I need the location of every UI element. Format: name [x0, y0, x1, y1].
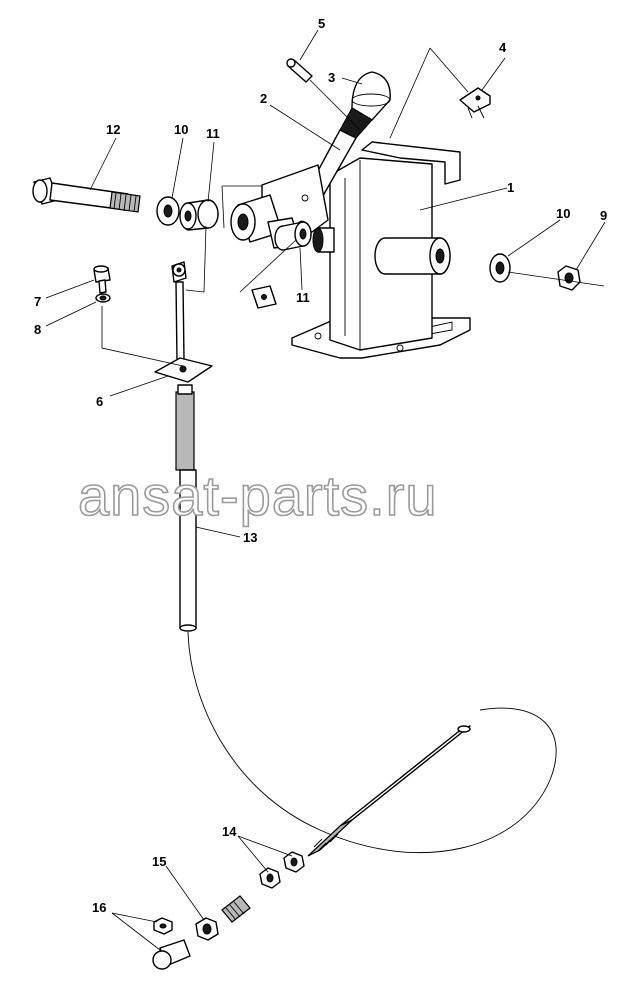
callout-16: 16	[92, 900, 106, 915]
callout-3: 3	[328, 70, 335, 85]
washer-part-10-right	[489, 253, 511, 283]
screw-part-7	[93, 265, 111, 294]
assembly-lines	[101, 47, 605, 367]
callout-8: 8	[34, 322, 41, 337]
clip-part-4	[459, 87, 491, 119]
callout-11-left: 11	[206, 126, 220, 141]
callout-15: 15	[152, 854, 166, 869]
pin-part-5	[286, 58, 313, 83]
callout-10-right: 10	[556, 206, 570, 221]
bolt-part-12	[32, 177, 141, 213]
callout-4: 4	[499, 40, 507, 55]
callout-13: 13	[243, 530, 257, 545]
callout-2: 2	[260, 91, 267, 106]
cable-eye	[171, 261, 187, 361]
callout-1: 1	[507, 180, 514, 195]
callout-9: 9	[600, 208, 607, 223]
lever-arm-part-2	[261, 129, 357, 233]
ball-joint-part-16	[152, 917, 191, 970]
clip-plate	[251, 285, 277, 309]
callout-14: 14	[222, 824, 237, 839]
cable-housing-part-13	[175, 384, 197, 632]
callout-11-right: 11	[296, 290, 310, 305]
callout-10-left: 10	[174, 122, 188, 137]
callout-5: 5	[318, 16, 325, 31]
washer-part-8	[95, 293, 111, 303]
callout-12: 12	[106, 122, 120, 137]
callout-numbers: 1 2 3 4 5 6 7 8 9 10 10 11 11 12 13 14 1…	[34, 16, 607, 915]
threaded-stud	[221, 895, 251, 923]
knob-part-3	[339, 71, 391, 139]
callout-leaders	[45, 29, 606, 951]
nut-part-9	[557, 265, 581, 291]
nut-part-15	[195, 917, 219, 941]
callout-6: 6	[96, 394, 103, 409]
nuts-part-14	[259, 851, 305, 889]
bushing-part-11-left	[179, 199, 219, 231]
lower-rod	[307, 725, 471, 857]
inner-cable	[187, 631, 557, 854]
watermark: ansat-parts.ru	[78, 464, 438, 527]
bracket-part-1	[291, 141, 471, 359]
plate-part-6	[154, 357, 213, 383]
washer-part-10-left	[156, 196, 180, 226]
callout-7: 7	[34, 294, 41, 309]
bushing-part-11-right	[274, 221, 312, 251]
